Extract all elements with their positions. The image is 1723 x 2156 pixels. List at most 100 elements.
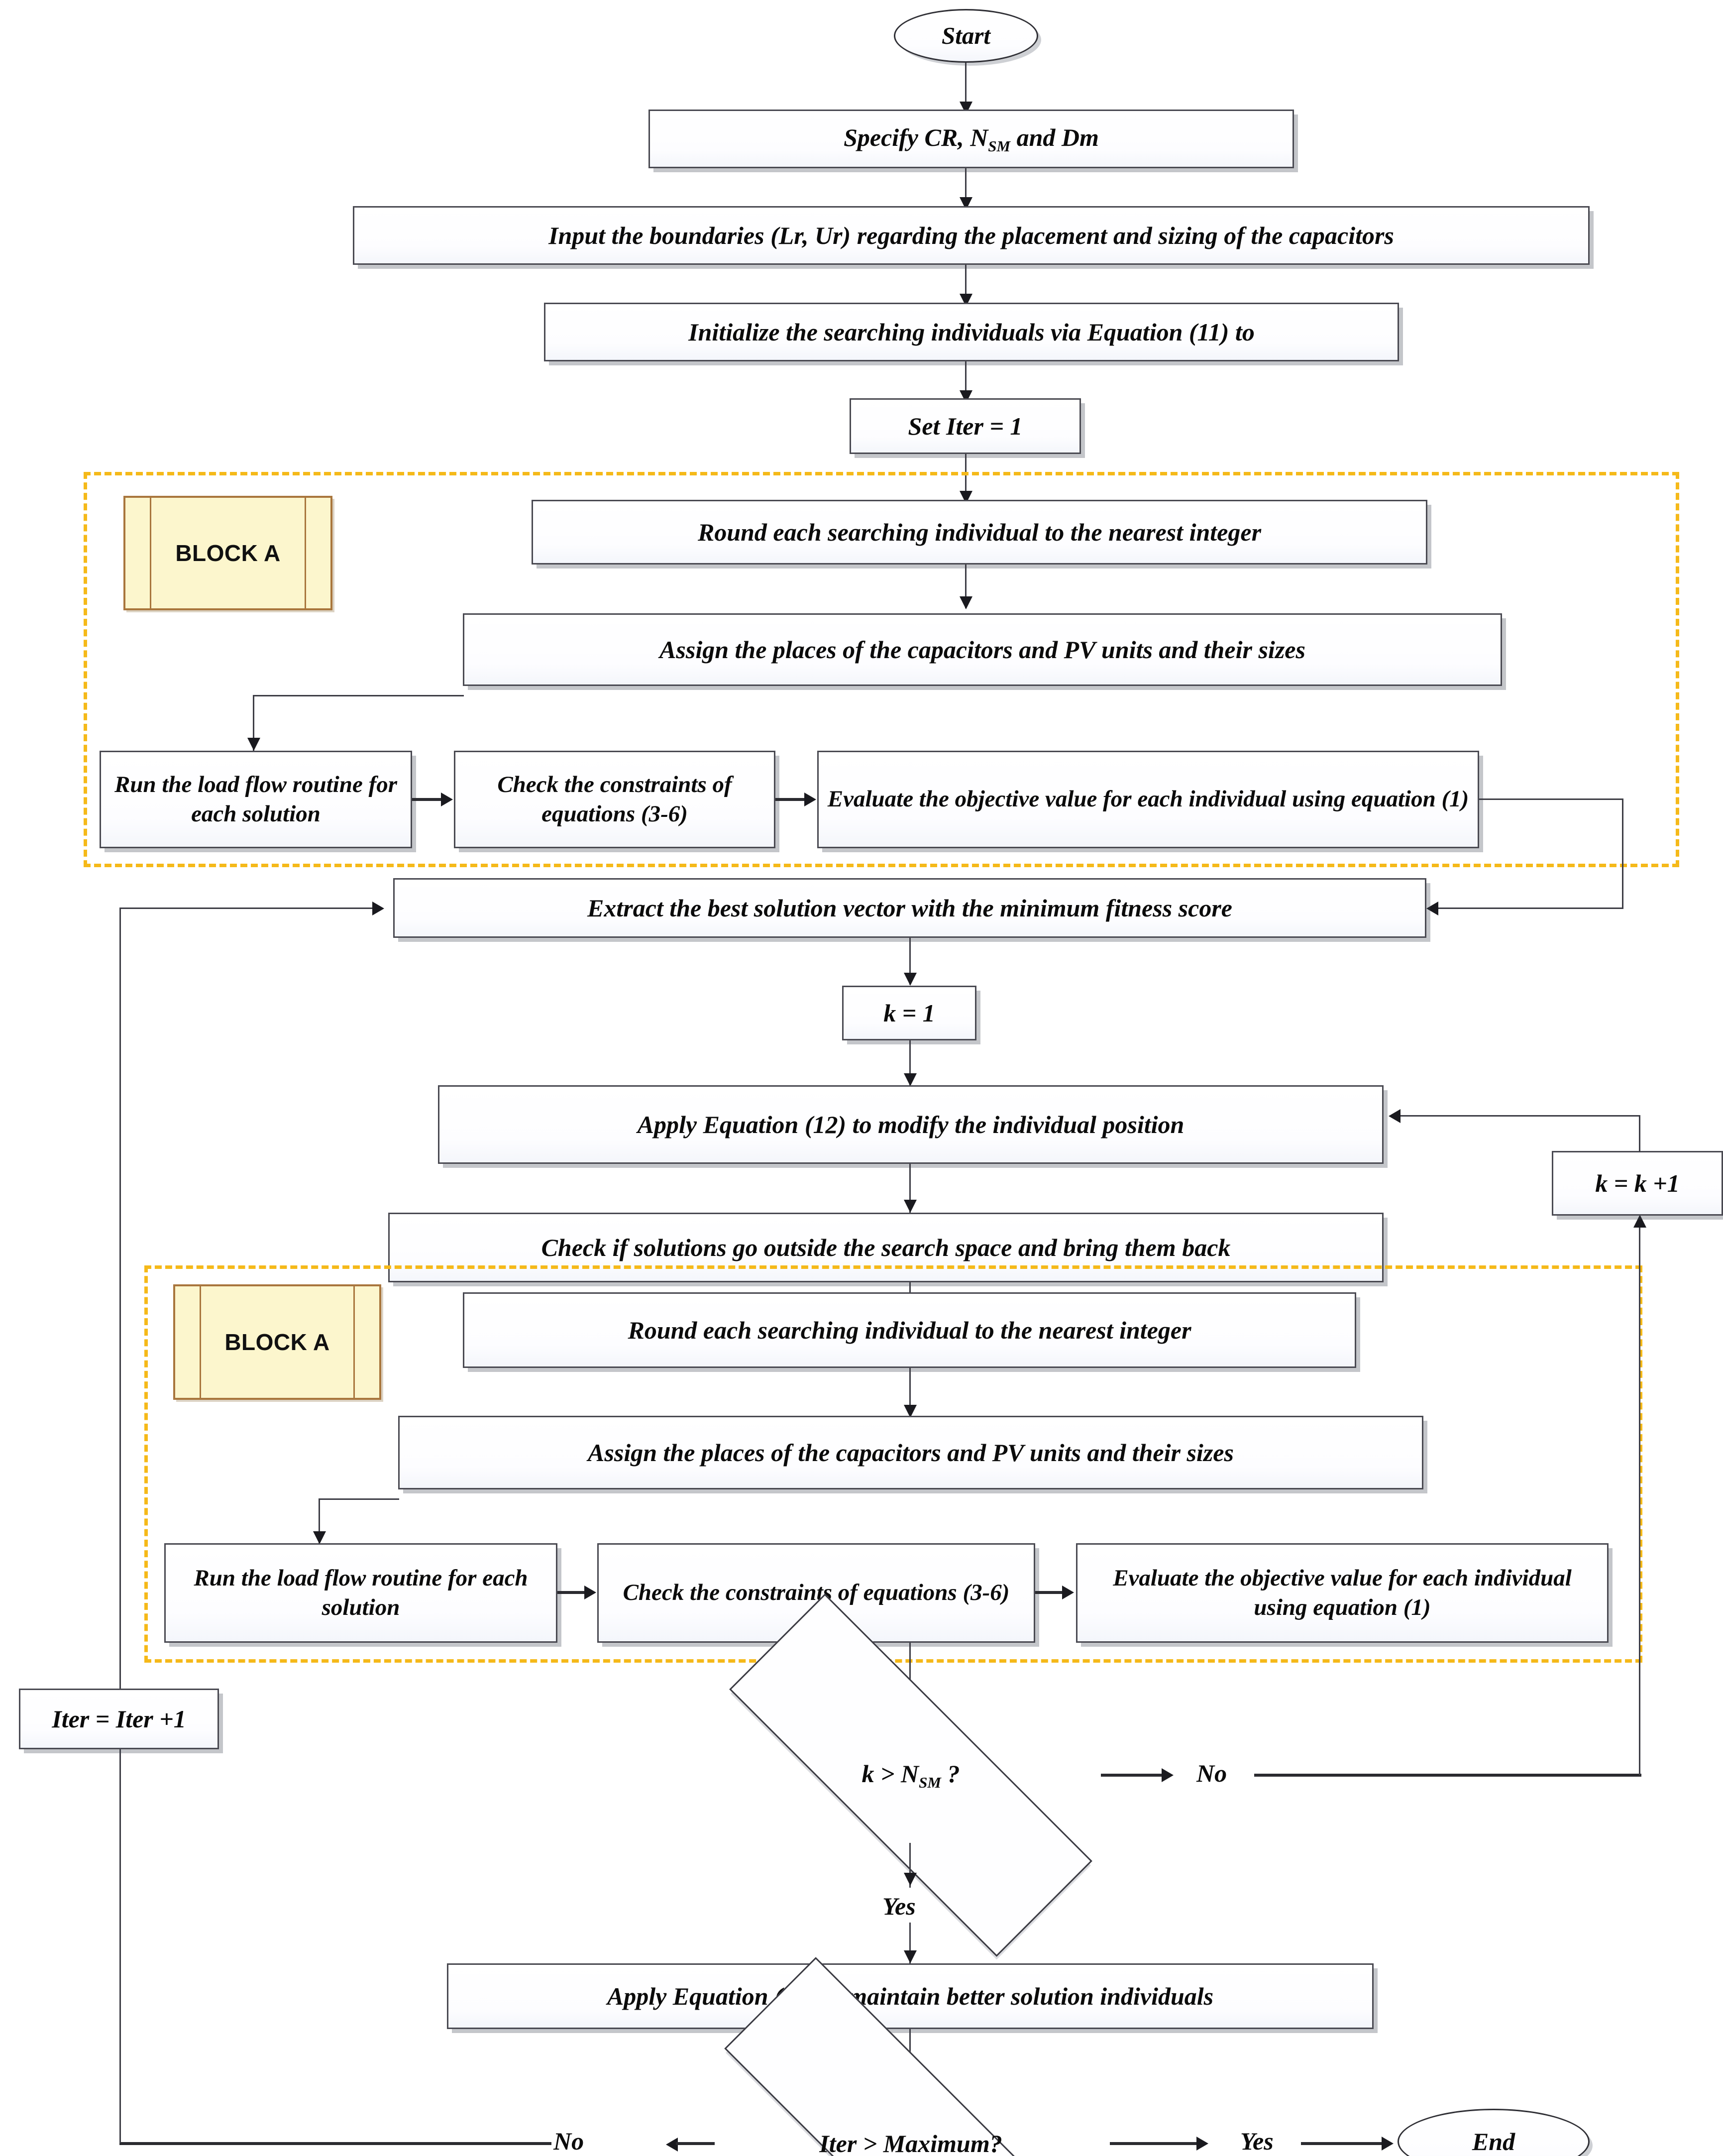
- node-k-equals-1[interactable]: k = 1: [842, 986, 976, 1040]
- node-initialize-individuals[interactable]: Initialize the searching individuals via…: [544, 303, 1399, 361]
- arrow-right-end: [1382, 2137, 1394, 2151]
- arrow-up-k-increment: [1633, 1215, 1646, 1228]
- edge-round2-to-assign2: [909, 1368, 911, 1416]
- node-check-constraints-top[interactable]: Check the constraints of equations (3-6): [454, 751, 775, 848]
- edge-initialize-to-setiter: [965, 361, 967, 397]
- edge-apply12-to-checkoutside: [909, 1164, 911, 1213]
- node-k-increment[interactable]: k = k +1: [1552, 1151, 1723, 1216]
- node-round-integer-bottom-label: Round each searching individual to the n…: [628, 1316, 1191, 1344]
- edge-iterloop-into-extract-h: [119, 908, 373, 909]
- edge-evaluate1-right-v: [1622, 798, 1623, 909]
- edge-assign1-elbow-v: [253, 695, 254, 751]
- edge-check1-to-evaluate1: [775, 798, 806, 801]
- edge-start-to-specify: [965, 63, 967, 108]
- node-assign-places-bottom[interactable]: Assign the places of the capacitors and …: [398, 1416, 1423, 1489]
- node-input-boundaries[interactable]: Input the boundaries (Lr, Ur) regarding …: [353, 206, 1590, 265]
- arrow-down-assign2: [904, 1405, 917, 1418]
- node-apply-equation-14-label: Apply Equation (14) to maintain better s…: [607, 1982, 1214, 2010]
- edge-iter-yes-h1: [1110, 2142, 1199, 2145]
- arrow-down-apply14: [904, 1950, 917, 1963]
- edge-setiter-to-round1: [965, 454, 967, 502]
- arrow-right-no-k: [1162, 1768, 1174, 1782]
- node-run-load-flow-top-label: Run the load flow routine for each solut…: [114, 771, 398, 827]
- arrow-down-k1: [904, 973, 917, 986]
- node-end-label: End: [1472, 2127, 1515, 2156]
- edge-k-yes-v1: [909, 1843, 911, 1888]
- node-assign-places-top-label: Assign the places of the capacitors and …: [659, 635, 1305, 664]
- node-round-integer-top[interactable]: Round each searching individual to the n…: [532, 500, 1427, 565]
- node-run-load-flow-bottom[interactable]: Run the load flow routine for each solut…: [164, 1543, 557, 1643]
- edge-kinc-to-apply12-h: [1400, 1115, 1640, 1117]
- edge-iter-yes-h2: [1301, 2142, 1386, 2145]
- node-apply-equation-14[interactable]: Apply Equation (14) to maintain better s…: [447, 1963, 1374, 2029]
- edge-kinc-up-v: [1639, 1115, 1640, 1152]
- edge-specify-to-input: [965, 168, 967, 204]
- edge-k-no-h2: [1254, 1774, 1641, 1777]
- node-check-search-space-label: Check if solutions go outside the search…: [541, 1233, 1231, 1261]
- decision-iter-greater-max[interactable]: Iter > Maximum?: [712, 1957, 1110, 2156]
- decision-k-label-post: ?: [941, 1759, 960, 1788]
- edge-k-no-v-up: [1639, 1221, 1640, 1775]
- arrow-down-checkoutside: [904, 1200, 917, 1213]
- node-evaluate-objective-top[interactable]: Evaluate the objective value for each in…: [817, 751, 1479, 848]
- node-extract-best-solution[interactable]: Extract the best solution vector with th…: [393, 878, 1426, 938]
- block-a-bottom-note: BLOCK A: [173, 1284, 381, 1400]
- arrow-down-runflow1: [247, 738, 260, 751]
- edge-k-no-h1: [1101, 1774, 1165, 1777]
- node-check-search-space[interactable]: Check if solutions go outside the search…: [388, 1213, 1384, 1282]
- edge-round1-to-assign1: [965, 565, 967, 608]
- edge-iterloop-v: [119, 908, 121, 1745]
- node-apply-equation-12[interactable]: Apply Equation (12) to modify the indivi…: [438, 1085, 1384, 1164]
- edge-check2-to-evaluate2: [1035, 1591, 1064, 1594]
- edge-iter-no-h2: [119, 2142, 551, 2145]
- arrow-right-yes-iter: [1196, 2137, 1208, 2151]
- node-evaluate-objective-top-label: Evaluate the objective value for each in…: [827, 786, 1469, 812]
- node-round-integer-top-label: Round each searching individual to the n…: [697, 518, 1262, 546]
- arrow-right-check2: [584, 1586, 596, 1599]
- node-round-integer-bottom[interactable]: Round each searching individual to the n…: [463, 1292, 1356, 1368]
- edge-assign2-elbow-v: [319, 1498, 320, 1543]
- node-run-load-flow-top[interactable]: Run the load flow routine for each solut…: [100, 751, 412, 848]
- node-evaluate-objective-bottom[interactable]: Evaluate the objective value for each in…: [1076, 1543, 1609, 1643]
- block-a-top-note: BLOCK A: [123, 496, 332, 610]
- arrow-right-evaluate1: [804, 793, 816, 806]
- edge-k1-to-apply12: [909, 1040, 911, 1085]
- edge-label-no-iter: No: [553, 2127, 584, 2155]
- decision-k-greater-nsm[interactable]: k > NSM ?: [722, 1593, 1100, 1957]
- node-evaluate-objective-bottom-label: Evaluate the objective value for each in…: [1113, 1565, 1572, 1620]
- node-set-iter-label: Set Iter = 1: [908, 412, 1023, 440]
- edge-k-yes-v2: [909, 1923, 911, 1965]
- arrow-left-extract-right: [1426, 902, 1438, 915]
- node-k-equals-1-label: k = 1: [883, 999, 935, 1027]
- edge-input-to-initialize: [965, 265, 967, 301]
- block-a-top-label: BLOCK A: [175, 540, 281, 566]
- node-k-increment-label: k = k +1: [1595, 1169, 1680, 1197]
- arrow-right-extract-left: [372, 902, 384, 915]
- node-end[interactable]: End: [1398, 2109, 1590, 2156]
- node-initialize-label: Initialize the searching individuals via…: [688, 318, 1255, 346]
- edge-extract-to-k1: [909, 938, 911, 985]
- node-set-iter[interactable]: Set Iter = 1: [850, 398, 1081, 454]
- edge-evaluate2-to-diamond: [909, 1643, 911, 1707]
- node-specify-subscript: SM: [988, 137, 1011, 155]
- edge-evaluate1-right-h: [1479, 798, 1623, 800]
- node-iter-increment[interactable]: Iter = Iter +1: [19, 1689, 219, 1749]
- edge-label-no-k: No: [1196, 1759, 1227, 1787]
- arrow-left-apply12: [1389, 1109, 1400, 1123]
- decision-k-label-sub: SM: [919, 1773, 941, 1791]
- node-specify-tail: and Dm: [1010, 123, 1099, 151]
- edge-runflow2-to-check2: [557, 1591, 586, 1594]
- edge-evaluate1-into-extract-h: [1435, 908, 1623, 909]
- edge-iter-no-v: [119, 1745, 121, 2143]
- node-start[interactable]: Start: [894, 9, 1038, 63]
- node-specify-label: Specify CR, N: [844, 123, 988, 151]
- arrow-right-check1: [441, 793, 453, 806]
- edge-label-yes-iter: Yes: [1240, 2127, 1274, 2155]
- edge-runflow1-to-check1: [412, 798, 443, 801]
- node-apply-equation-12-label: Apply Equation (12) to modify the indivi…: [637, 1110, 1185, 1138]
- node-run-load-flow-bottom-label: Run the load flow routine for each solut…: [194, 1565, 528, 1620]
- node-input-boundaries-label: Input the boundaries (Lr, Ur) regarding …: [548, 221, 1394, 249]
- node-assign-places-top[interactable]: Assign the places of the capacitors and …: [463, 613, 1502, 686]
- node-specify-parameters[interactable]: Specify CR, NSM and Dm: [648, 110, 1294, 168]
